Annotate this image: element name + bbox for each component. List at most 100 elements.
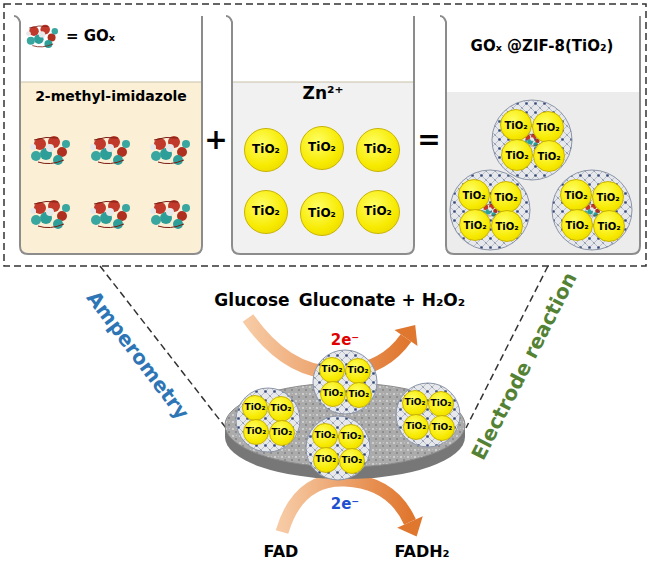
particle-label: TiO₂ <box>364 143 392 156</box>
tio2-particle: TiO₂ <box>300 126 344 170</box>
tio2-particle: TiO₂ <box>243 419 269 445</box>
tio2-particle: TiO₂ <box>320 381 346 407</box>
particle-label: TiO₂ <box>431 423 452 433</box>
tio2-particle: TiO₂ <box>500 109 532 141</box>
particle-label: TiO₂ <box>431 399 452 409</box>
tio2-particle: TiO₂ <box>490 181 522 213</box>
tio2-particle: TiO₂ <box>319 357 345 383</box>
tio2-particle: TiO₂ <box>429 415 455 441</box>
particle-label: TiO₂ <box>597 221 620 232</box>
particle-label: TiO₂ <box>322 389 343 399</box>
particle-label: TiO₂ <box>463 220 486 231</box>
electron-label: 2e⁻ <box>331 496 360 513</box>
legend-text: = GOₓ <box>66 28 115 45</box>
equals-sign: = <box>417 125 440 156</box>
tio2-particle: TiO₂ <box>356 190 400 234</box>
particle-label: TiO₂ <box>537 151 560 162</box>
beaker-label: Zn²⁺ <box>303 84 344 103</box>
tio2-particle: TiO₂ <box>403 414 429 440</box>
cofactor-label: FAD <box>264 543 299 561</box>
tio2-particle: TiO₂ <box>491 210 523 242</box>
tio2-particle: TiO₂ <box>269 420 295 446</box>
method-label-wrap: Amperometry <box>82 287 193 424</box>
particle-label: TiO₂ <box>252 205 280 218</box>
electron-label-wrap: 2e⁻ <box>331 330 360 349</box>
particle-label: TiO₂ <box>462 190 485 201</box>
particle-label: TiO₂ <box>348 390 369 400</box>
tio2-particle: TiO₂ <box>356 128 400 172</box>
tio2-particle: TiO₂ <box>593 210 625 242</box>
particle-label: TiO₂ <box>271 404 292 414</box>
particle-label: TiO₂ <box>405 422 426 432</box>
particle-label: TiO₂ <box>315 431 336 441</box>
particle-label: TiO₂ <box>271 428 292 438</box>
particle-label: TiO₂ <box>245 403 266 413</box>
particle-label: TiO₂ <box>405 398 426 408</box>
tio2-particle: TiO₂ <box>345 358 371 384</box>
method-label-wrap: Electrode reaction <box>467 269 581 464</box>
product-label-wrap: Gluconate + H₂O₂ <box>299 291 466 310</box>
particle-label: TiO₂ <box>494 192 517 203</box>
beaker-label-row: 2-methyl-imidazole <box>18 86 204 105</box>
particle-label: TiO₂ <box>564 190 587 201</box>
particle-label: TiO₂ <box>348 366 369 376</box>
particle-label: TiO₂ <box>536 122 559 133</box>
equals-sign-wrap: = <box>417 125 440 156</box>
tio2-particle: TiO₂ <box>533 140 565 172</box>
particle-label: TiO₂ <box>245 427 266 437</box>
method-label: Electrode reaction <box>467 269 581 464</box>
particle-label: TiO₂ <box>495 221 518 232</box>
beaker-label: GOₓ @ZIF-8(TiO₂) <box>471 38 614 55</box>
tio2-particle: TiO₂ <box>313 447 339 473</box>
plus-sign: + <box>204 125 227 156</box>
tio2-particle: TiO₂ <box>592 181 624 213</box>
tio2-particle: TiO₂ <box>300 192 344 236</box>
tio2-particle: TiO₂ <box>402 390 428 416</box>
electron-label: 2e⁻ <box>331 332 360 349</box>
method-label: Amperometry <box>82 287 193 424</box>
particle-label: TiO₂ <box>504 120 527 131</box>
legend-entry: = GOₓ <box>66 26 115 45</box>
particle-label: TiO₂ <box>308 141 336 154</box>
particle-label: TiO₂ <box>364 205 392 218</box>
particle-label: TiO₂ <box>322 365 343 375</box>
reactant-label-wrap: Glucose <box>214 291 289 310</box>
beaker: 2-methyl-imidazole <box>18 16 204 256</box>
particle-label: TiO₂ <box>308 207 336 220</box>
tio2-particle: TiO₂ <box>312 423 338 449</box>
reactant-label: Glucose <box>214 291 289 310</box>
tio2-particle: TiO₂ <box>428 391 454 417</box>
particle-label: TiO₂ <box>341 432 362 442</box>
tio2-particle: TiO₂ <box>459 209 491 241</box>
beaker-label-row: GOₓ @ZIF-8(TiO₂) <box>444 36 640 55</box>
tio2-particle: TiO₂ <box>560 179 592 211</box>
tio2-particle: TiO₂ <box>458 179 490 211</box>
particle-label: TiO₂ <box>565 220 588 231</box>
electron-label-wrap: 2e⁻ <box>331 494 360 513</box>
tio2-particle: TiO₂ <box>561 209 593 241</box>
beaker-label-row: Zn²⁺ <box>230 84 416 103</box>
tio2-particle: TiO₂ <box>268 396 294 422</box>
particle-label: TiO₂ <box>252 143 280 156</box>
tio2-particle: TiO₂ <box>346 382 372 408</box>
cofactor-label-wrap: FADH₂ <box>394 542 449 561</box>
beaker: Zn²⁺ TiO₂ TiO₂ TiO₂ TiO₂ TiO₂ TiO₂ <box>230 16 416 256</box>
tio2-particle: TiO₂ <box>244 190 288 234</box>
cofactor-label-wrap: FAD <box>264 542 299 561</box>
particle-label: TiO₂ <box>596 192 619 203</box>
tio2-particle: TiO₂ <box>242 395 268 421</box>
particle-label: TiO₂ <box>315 455 336 465</box>
cofactor-label: FADH₂ <box>394 543 449 561</box>
particle-label: TiO₂ <box>341 456 362 466</box>
beaker: GOₓ @ZIF-8(TiO₂) TiO₂ TiO₂ TiO₂ TiO₂ TiO₂ TiO₂… <box>444 16 640 256</box>
tio2-particle: TiO₂ <box>501 139 533 171</box>
plus-sign-wrap: + <box>204 125 227 156</box>
tio2-particle: TiO₂ <box>339 448 365 474</box>
tio2-particle: TiO₂ <box>244 128 288 172</box>
product-label: Gluconate + H₂O₂ <box>299 291 466 310</box>
beaker-label: 2-methyl-imidazole <box>35 89 187 104</box>
particle-label: TiO₂ <box>505 150 528 161</box>
tio2-particle: TiO₂ <box>338 424 364 450</box>
tio2-particle: TiO₂ <box>532 111 564 143</box>
